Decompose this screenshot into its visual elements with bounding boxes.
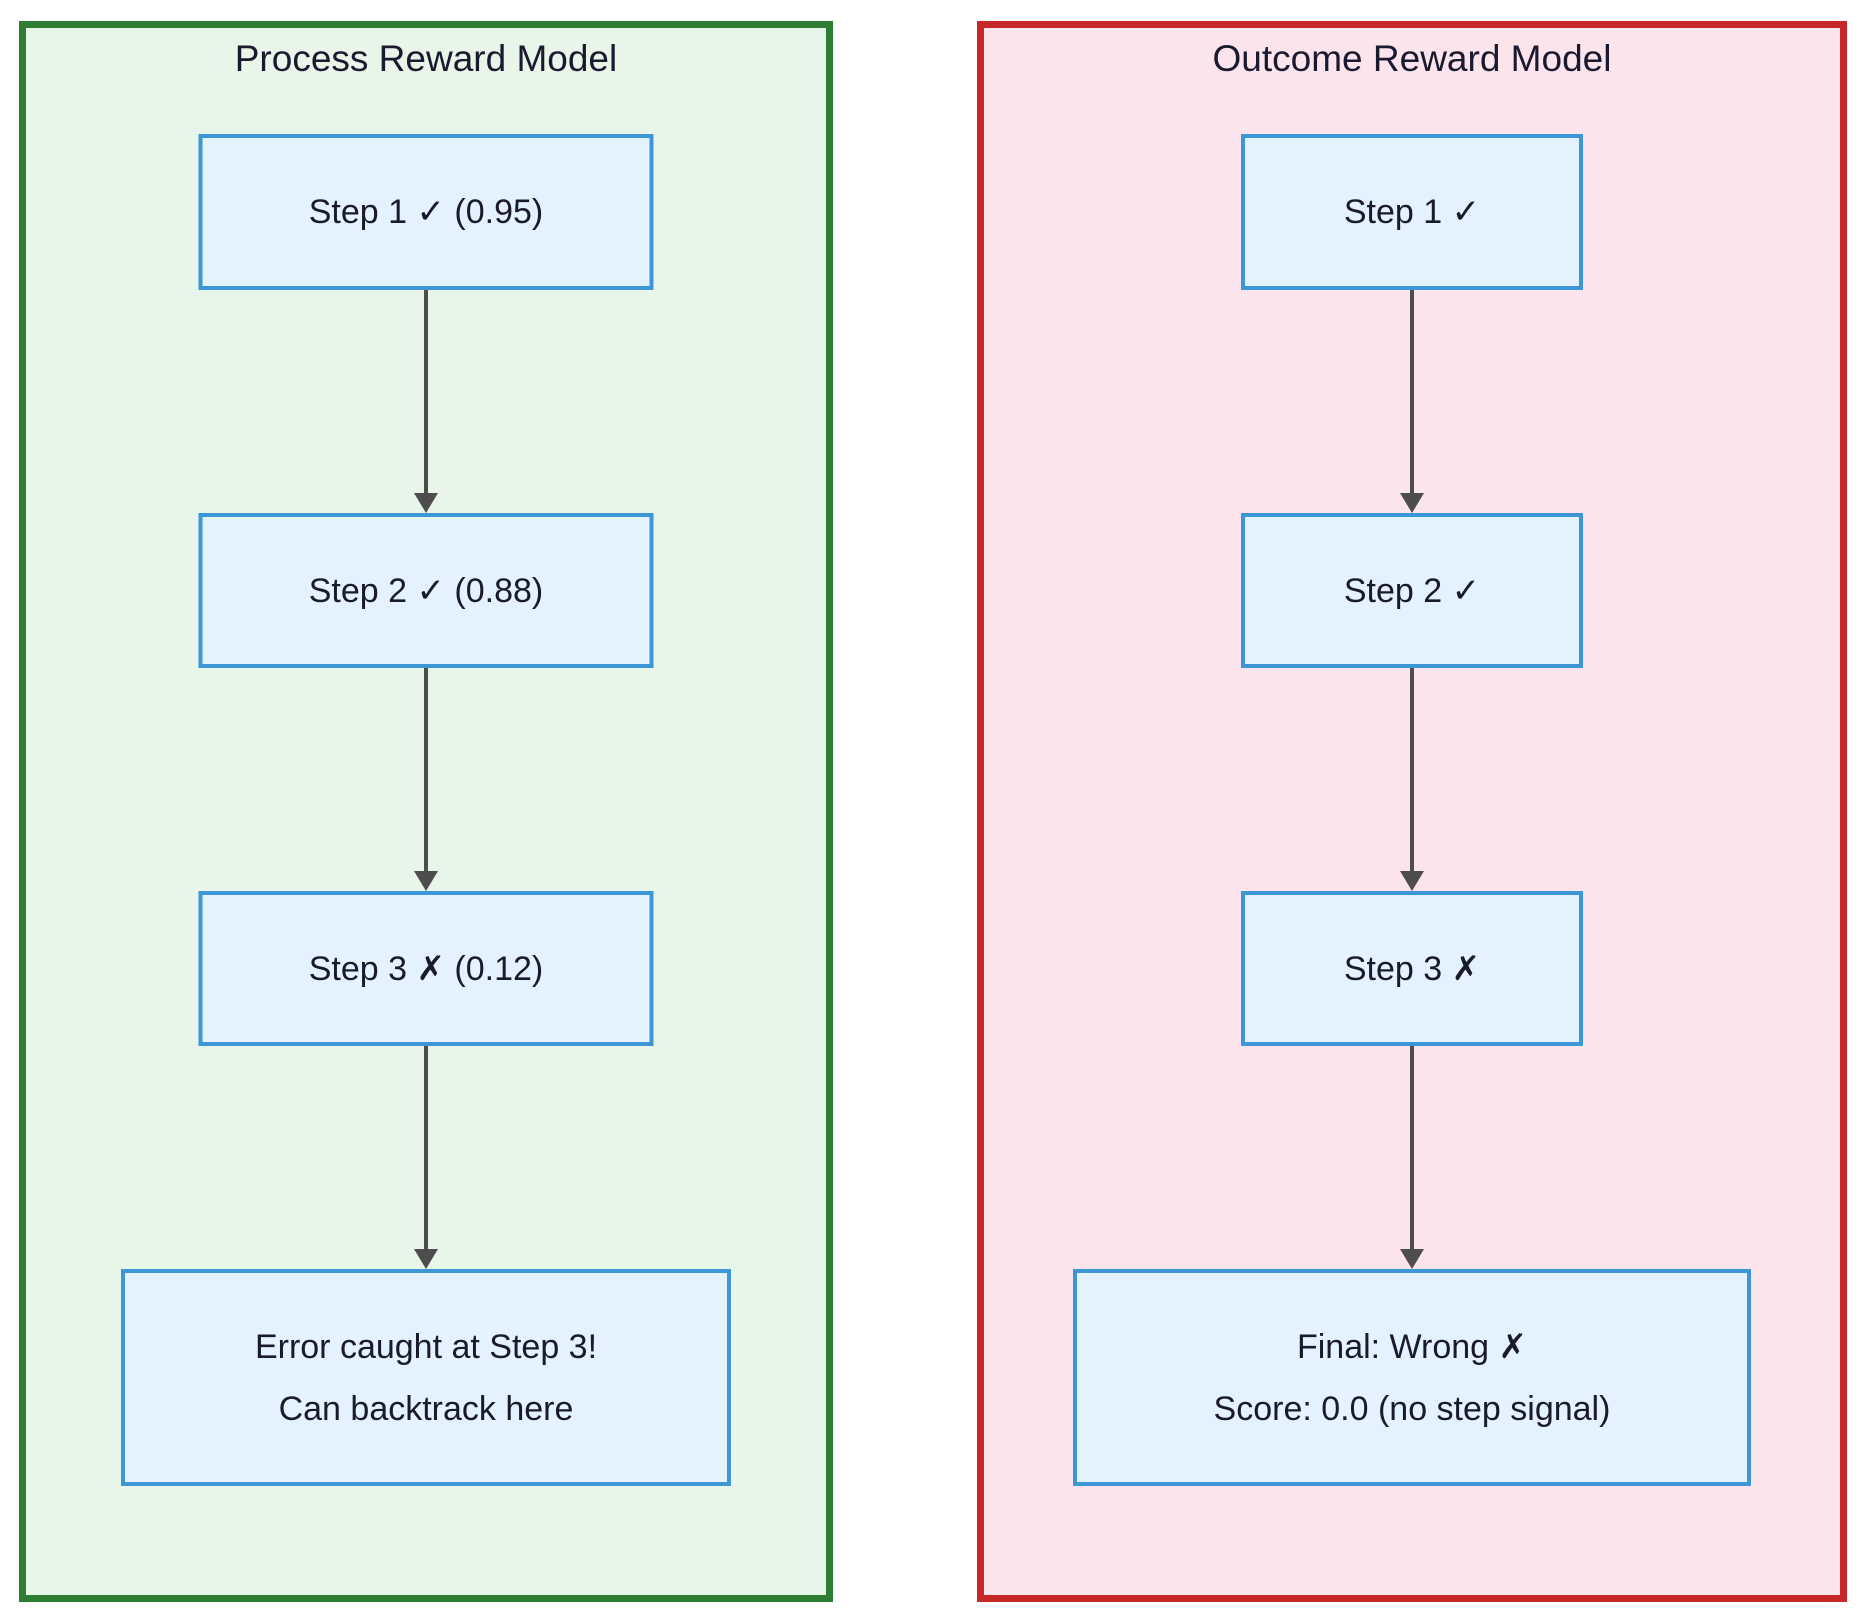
- down-arrow-icon: [1410, 1046, 1414, 1250]
- node-label-line-1: Final: Wrong ✗: [1296, 1327, 1528, 1366]
- node-label: Step 2 ✓: [1343, 571, 1481, 610]
- down-arrow-icon: [1410, 668, 1414, 872]
- node-step-2: Step 2 ✓ (0.88): [198, 513, 654, 668]
- node-final-score: Final: Wrong ✗ Score: 0.0 (no step signa…: [1073, 1269, 1751, 1486]
- node-step-2: Step 2 ✓: [1241, 513, 1583, 668]
- node-label-line-2: Score: 0.0 (no step signal): [1213, 1389, 1611, 1428]
- node-step-1: Step 1 ✓: [1241, 134, 1583, 290]
- node-label: Step 3 ✗ (0.12): [308, 949, 544, 988]
- panel-title: Outcome Reward Model: [1212, 38, 1612, 79]
- panel-outcome-reward-model: Outcome Reward Model Step 1 ✓ Step 2 ✓ S…: [977, 21, 1847, 1602]
- down-arrow-icon: [424, 1046, 428, 1250]
- down-arrow-icon: [424, 290, 428, 494]
- node-step-3: Step 3 ✗: [1241, 891, 1583, 1046]
- node-label: Step 3 ✗: [1343, 949, 1481, 988]
- node-error-caught: Error caught at Step 3! Can backtrack he…: [121, 1269, 731, 1486]
- node-step-1: Step 1 ✓ (0.95): [198, 134, 654, 290]
- down-arrow-icon: [424, 668, 428, 872]
- node-label: Step 1 ✓ (0.95): [308, 193, 544, 231]
- node-label-line-1: Error caught at Step 3!: [254, 1327, 598, 1366]
- node-step-3: Step 3 ✗ (0.12): [198, 891, 654, 1046]
- panel-process-reward-model: Process Reward Model Step 1 ✓ (0.95) Ste…: [19, 21, 833, 1602]
- panel-title: Process Reward Model: [234, 38, 618, 79]
- node-label: Step 2 ✓ (0.88): [308, 571, 544, 610]
- node-label-line-2: Can backtrack here: [278, 1389, 574, 1428]
- down-arrow-icon: [1410, 290, 1414, 494]
- node-label: Step 1 ✓: [1343, 193, 1481, 231]
